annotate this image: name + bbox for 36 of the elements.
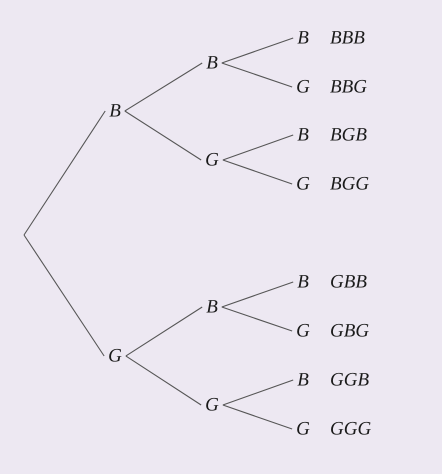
- node-label: G: [295, 420, 311, 438]
- node-label: B: [205, 298, 219, 316]
- node-label: G: [295, 322, 311, 340]
- branch-line: [24, 110, 106, 236]
- branch-line: [126, 306, 202, 356]
- outcome-label: GGB: [330, 370, 370, 390]
- branch-line: [222, 159, 292, 185]
- branch-line: [222, 404, 292, 430]
- node-label: B: [296, 370, 310, 390]
- branch-line: [222, 379, 294, 406]
- outcome-label: GGG: [330, 420, 372, 438]
- branch-line: [222, 306, 292, 332]
- node-label: B: [296, 28, 310, 48]
- outcome-label: GBG: [330, 322, 370, 340]
- branch-line: [222, 281, 294, 308]
- node-label: G: [295, 78, 311, 96]
- node-label: G: [204, 396, 220, 414]
- node-label: B: [205, 54, 219, 72]
- node-label: B: [108, 102, 122, 120]
- branch-line: [222, 37, 294, 64]
- branch-line: [124, 110, 202, 160]
- branch-line: [222, 62, 292, 88]
- node-label: B: [296, 272, 310, 292]
- node-label: G: [295, 174, 311, 194]
- node-label: B: [296, 126, 310, 144]
- node-label: G: [204, 150, 220, 170]
- outcome-label: BBG: [330, 78, 367, 96]
- node-label: G: [107, 346, 123, 366]
- outcome-label: BGG: [330, 174, 370, 194]
- outcome-label: BBB: [330, 28, 365, 48]
- branch-line: [126, 356, 202, 406]
- branch-line: [124, 62, 202, 112]
- branch-line: [24, 234, 105, 356]
- outcome-label: GBB: [330, 272, 367, 292]
- branch-line: [222, 134, 294, 161]
- outcome-label: BGB: [330, 126, 367, 144]
